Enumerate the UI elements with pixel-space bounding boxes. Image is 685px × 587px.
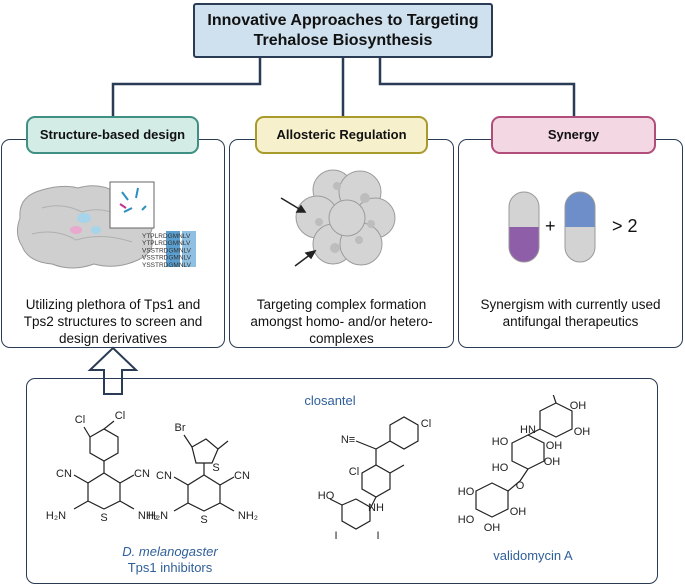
atom-cl-closantel-2: Cl (349, 466, 359, 478)
atom-oh-v1: OH (570, 400, 587, 412)
atom-i-2: I (376, 530, 379, 542)
atom-cn-2: CN (134, 468, 150, 480)
atom-oh-v4: OH (544, 456, 561, 468)
caption-allosteric: Targeting complex formation amongst homo… (250, 297, 433, 346)
synergy-result: > 2 (612, 216, 638, 236)
caption-structure-based: Utilizing plethora of Tps1 and Tps2 stru… (23, 297, 203, 346)
alignment-row: YSSTRDGMNLV (142, 262, 192, 269)
atom-ho-v2: HO (492, 462, 509, 474)
atom-oh-v3: OH (546, 440, 563, 452)
main-title: Innovative Approaches to Targeting Treha… (193, 3, 493, 58)
species-label: D. melanogaster (122, 544, 218, 559)
protein-complex-image (280, 169, 396, 267)
atom-h2n-1: H₂N (46, 510, 66, 522)
atom-ho-v1: HO (492, 436, 509, 448)
atom-oh-v5: OH (484, 522, 501, 534)
atom-nh2-1: NH₂ (138, 510, 158, 522)
connector-left (111, 58, 262, 117)
molecule-bromothiophene (173, 434, 235, 512)
atom-cn-4: CN (234, 470, 250, 482)
atom-ho-closantel: HO (318, 490, 335, 502)
atom-ho-v3: HO (458, 486, 475, 498)
atom-cl-1: Cl (75, 414, 85, 426)
molecule-dichlorophenyl (73, 420, 135, 510)
atom-i-1: I (334, 530, 337, 542)
pill-purple (508, 191, 540, 263)
connector-right (378, 58, 576, 117)
atom-cl-2: Cl (115, 410, 125, 422)
sequence-alignment: YTPLRDGMNLVYTPLRDGMNLVVSSTRDGMNLVVSSTRDG… (142, 233, 192, 269)
inhibitors-label: Tps1 inhibitors (127, 560, 213, 575)
atom-br: Br (175, 422, 186, 434)
atom-cn-3: CN (156, 470, 172, 482)
label-structure-based: Structure-based design (26, 116, 199, 154)
alignment-row: VSSTRDGMNLV (142, 255, 192, 262)
alignment-row: VSSTRDGMNLV (142, 247, 192, 254)
plus-sign: + (545, 216, 556, 236)
atom-oh-v6: OH (510, 506, 527, 518)
alignment-row: YTPLRDGMNLV (142, 233, 191, 240)
atom-cn-1: CN (56, 468, 72, 480)
label-synergy: Synergy (491, 116, 656, 154)
pill-blue (564, 191, 596, 263)
chemical-structures: Cl Cl CN CN H₂N S NH₂ Br S CN CN H₂N S N… (46, 395, 591, 542)
compounds-panel (26, 378, 658, 584)
atom-nh2-2: NH₂ (238, 510, 258, 522)
label-allosteric: Allosteric Regulation (255, 116, 428, 154)
alignment-row: YTPLRDGMNLV (142, 240, 191, 247)
atom-cl-closantel-1: Cl (421, 418, 431, 430)
atom-ho-v4: HO (458, 514, 475, 526)
protein-structure-image: YTPLRDGMNLVYTPLRDGMNLVVSSTRDGMNLVVSSTRDG… (16, 181, 196, 269)
atom-hn-v: HN (520, 424, 536, 436)
molecule-closantel (329, 416, 419, 530)
atom-oh-v2: OH (574, 426, 591, 438)
atom-s-thio: S (212, 462, 219, 474)
molecule-validomycin (475, 395, 573, 518)
atom-h2n-2: H₂N (148, 510, 168, 522)
closantel-label: closantel (304, 393, 356, 408)
caption-synergy: Synergism with currently used antifungal… (480, 297, 661, 329)
atom-n-closantel: N≡ (341, 434, 355, 446)
synergy-pills-image (508, 191, 596, 263)
atom-s-2: S (200, 514, 207, 526)
validomycin-label: validomycin A (493, 548, 573, 563)
atom-o-v: O (516, 480, 525, 492)
up-arrow-icon (87, 346, 139, 395)
atom-s-1: S (100, 512, 107, 524)
atom-nh-closantel: NH (368, 502, 384, 514)
